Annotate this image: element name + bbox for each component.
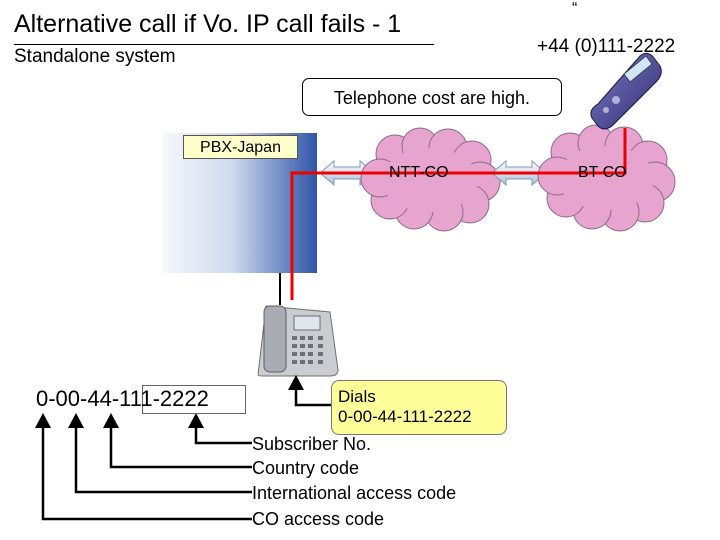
dials-label: Dials — [338, 387, 376, 406]
dials-box: Dials 0-00-44-111-2222 — [331, 380, 507, 435]
pbx-label: PBX-Japan — [183, 135, 298, 159]
dial-string: 0-00-44-111-2222 — [36, 386, 209, 411]
page-subtitle: Standalone system — [14, 46, 176, 67]
mobile-phone-icon — [590, 52, 662, 130]
legend-co-access-code: CO access code — [252, 509, 385, 529]
desk-phone-icon — [257, 305, 339, 377]
dials-arrow — [294, 388, 331, 407]
dials-arrowhead — [288, 375, 304, 390]
legend-connectors — [41, 425, 252, 521]
bt-co-cloud — [537, 124, 676, 232]
page-title: Alternative call if Vo. IP call fails - … — [14, 10, 402, 38]
legend-country-code: Country code — [252, 458, 360, 478]
ntt-co-cloud — [360, 127, 501, 232]
call-route-line — [290, 128, 627, 300]
legend-international-access-code: International access code — [252, 483, 457, 503]
title-underline — [14, 44, 434, 45]
legend-arrowheads — [35, 413, 204, 428]
quote-mark: “ — [572, 0, 578, 17]
telephone-cost-callout: Telephone cost are high. — [302, 78, 562, 116]
bt-co-label: BT CO — [578, 164, 627, 181]
ntt-co-label: NTT-CO — [389, 164, 449, 181]
legend-subscriber-no: Subscriber No. — [252, 434, 372, 454]
dials-number: 0-00-44-111-2222 — [338, 407, 472, 426]
subscriber-highlight-box — [142, 385, 246, 414]
destination-number: +44 (0)111-2222 — [537, 36, 676, 57]
